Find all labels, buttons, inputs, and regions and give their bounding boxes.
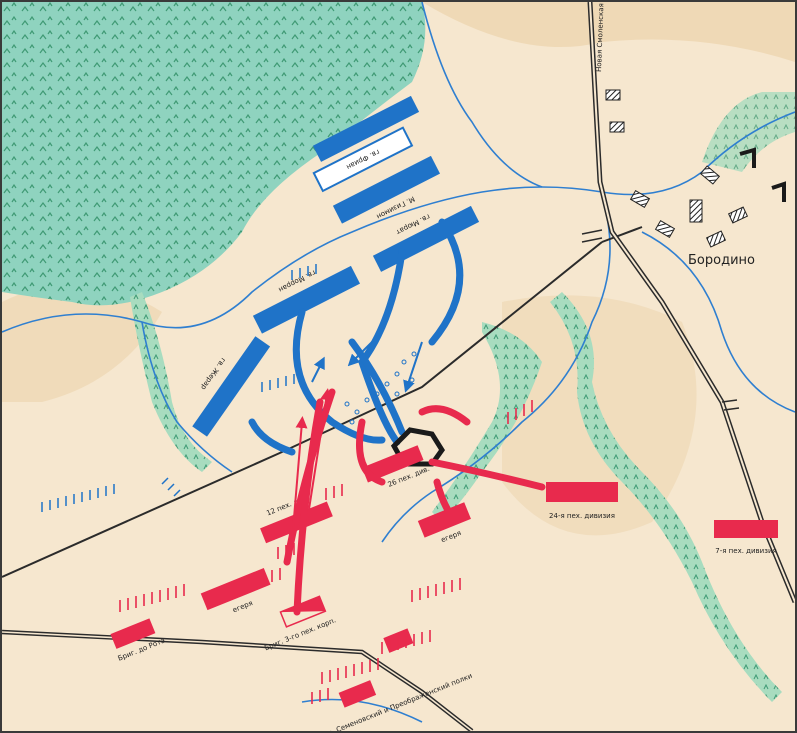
road-label: Новая Смоленская дорога <box>595 2 606 72</box>
french-attack-arrows <box>248 218 464 456</box>
village-borodino: Бородино <box>605 89 786 268</box>
french-cavalry <box>344 351 417 425</box>
french-forces: гв. Фриан М. Гизимон гв. Мюрат гв. Морра… <box>41 95 480 512</box>
russian-unit-4 <box>714 520 778 538</box>
russian-unit-3-label: 24-я пех. дивизия <box>549 512 615 520</box>
french-infantry-ticks <box>41 264 317 512</box>
french-unit-1: гв. Фриан <box>312 126 414 193</box>
village-building <box>699 165 721 185</box>
village-building <box>605 89 621 101</box>
french-attack-arrows-thin <box>311 331 423 393</box>
village-building <box>654 219 676 239</box>
village-building <box>609 121 625 133</box>
terrain-hill <box>2 284 162 402</box>
russian-attack-arrows-thin <box>291 388 333 543</box>
french-unit-5 <box>312 95 420 162</box>
village-building <box>629 189 651 209</box>
russian-attack-arrows <box>283 388 546 616</box>
village-building <box>771 181 786 202</box>
forest-strip <box>432 322 542 522</box>
rivers <box>2 2 795 723</box>
village-building <box>727 206 749 224</box>
forest-strip <box>130 292 212 472</box>
forest-strip <box>550 292 782 702</box>
village-building <box>705 230 727 248</box>
russian-unit-4-label: 7-я пех. дивизия <box>715 547 776 555</box>
terrain-hill <box>422 2 795 62</box>
russian-infantry-ticks <box>119 400 533 704</box>
village-building <box>739 147 756 168</box>
russian-unit-3 <box>546 482 618 502</box>
village-label: Бородино <box>688 253 755 268</box>
forest-area <box>2 2 426 306</box>
village-building <box>689 199 703 223</box>
